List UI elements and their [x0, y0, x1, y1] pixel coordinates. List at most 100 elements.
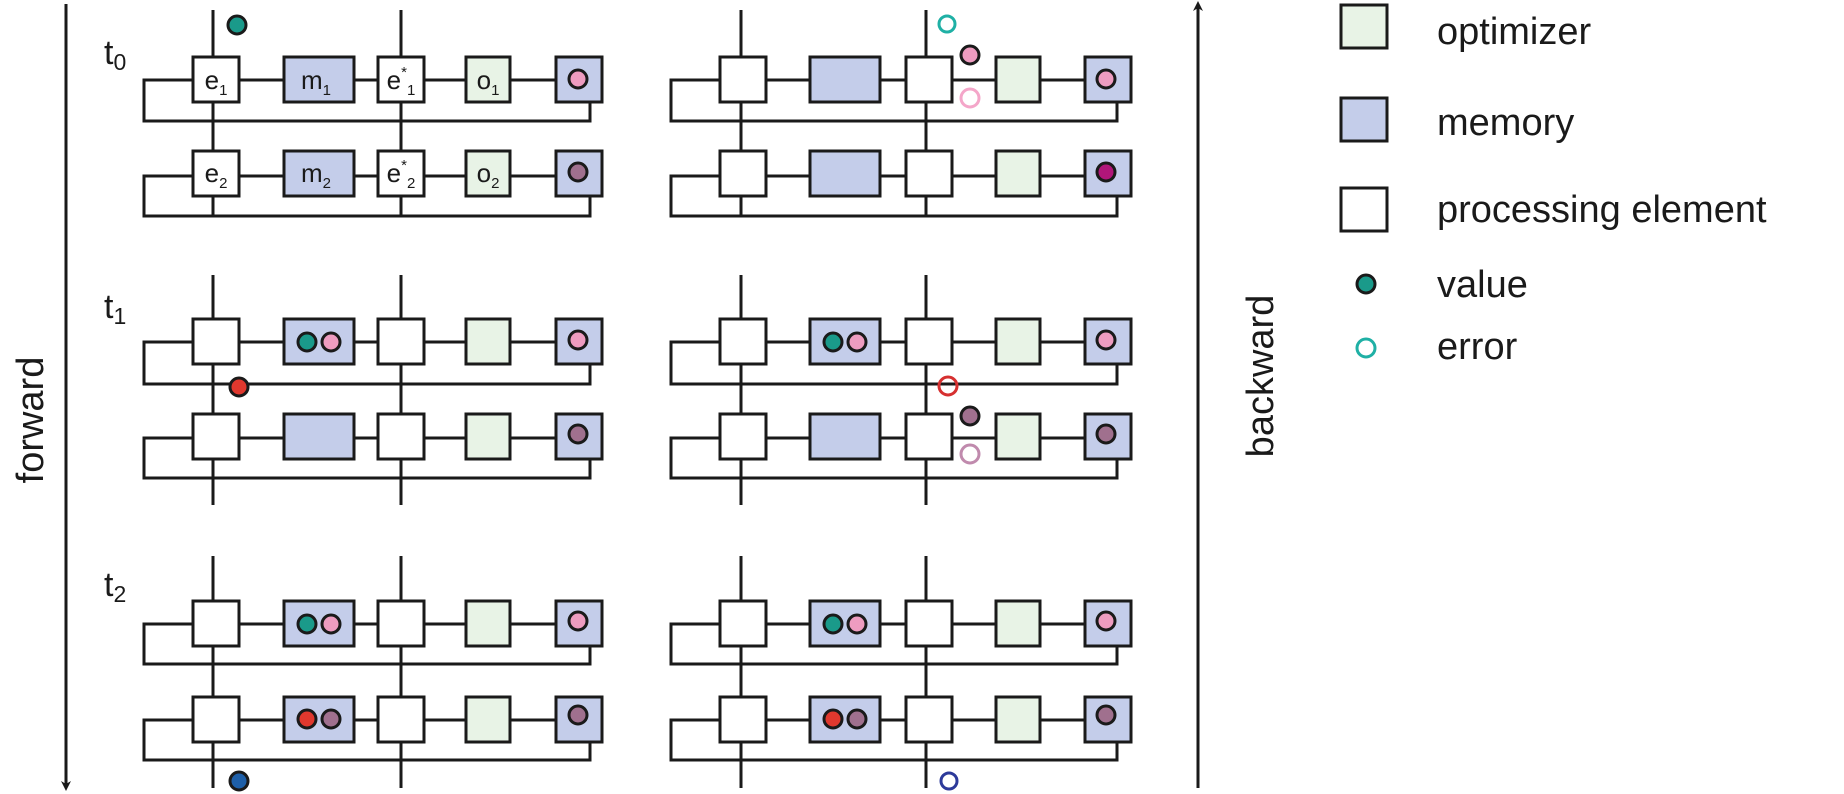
legend-label-error: error: [1437, 326, 1518, 368]
cell-row1: e1 m1 e*1 o1: [191, 55, 604, 104]
processing-element-box: [718, 695, 768, 744]
value-dot: [959, 44, 981, 66]
legend-item-memory: memory: [1339, 96, 1574, 144]
processing-element-box: [904, 412, 954, 461]
value-dot: [959, 405, 981, 427]
optimizer-label-row2: o2: [477, 158, 500, 192]
backward-panels: [669, 10, 1133, 791]
processing-element-swatch: [1339, 186, 1389, 233]
memory-box: [554, 149, 604, 198]
decoder-label-row2: e*2: [387, 157, 416, 192]
value-dot: [1095, 704, 1117, 726]
legend-label-value: value: [1437, 264, 1528, 306]
value-dot: [1095, 68, 1117, 90]
encoder-label-row2: e2: [205, 158, 228, 192]
memory-label-row2: m2: [301, 158, 331, 192]
processing-element-box: [376, 317, 426, 366]
legend-item-error: error: [1355, 326, 1518, 368]
error-ring: [959, 87, 981, 109]
forward-panels: e1 m1 e*1 o1 e2 m2 e*2 o2: [142, 10, 604, 792]
network-wire: [739, 556, 928, 788]
network-wire: [211, 556, 403, 788]
decoder-label-row1: e*1: [387, 64, 416, 99]
value-dot: [846, 613, 868, 635]
memory-box: [282, 317, 356, 366]
legend-item-value: value: [1355, 264, 1528, 306]
optimizer-box: [464, 695, 512, 744]
processing-element-box: [904, 149, 954, 198]
value-dot: [846, 331, 868, 353]
processing-element-box: [376, 695, 426, 744]
input-error-ring: [937, 14, 957, 34]
error-ring: [959, 443, 981, 465]
network-wire: [142, 340, 592, 480]
value-dot: [567, 704, 589, 726]
network-wire: [142, 78, 592, 218]
memory-box: [282, 599, 356, 648]
processing-element-box: [718, 412, 768, 461]
backward-label: backward: [1240, 295, 1282, 458]
backward-panel-t0: [669, 10, 1133, 218]
value-dot: [567, 610, 589, 632]
processing-element-box: [191, 599, 241, 648]
network-wire: [142, 622, 592, 762]
value-dot: [1095, 329, 1117, 351]
processing-element-box: [718, 55, 768, 104]
memory-swatch: [1339, 96, 1389, 143]
optimizer-box: [994, 412, 1042, 461]
optimizer-box: [994, 55, 1042, 104]
legend-item-processing-element: processing element: [1339, 186, 1767, 233]
legend-label-processing-element: processing element: [1437, 189, 1767, 231]
memory-box: [282, 412, 356, 461]
value-dot: [320, 613, 342, 635]
legend-label-memory: memory: [1437, 102, 1574, 144]
optimizer-box: [994, 695, 1042, 744]
optimizer-box: [994, 317, 1042, 366]
processing-element-box: [376, 412, 426, 461]
value-dot: [320, 708, 342, 730]
input-value-dot: [226, 14, 248, 36]
optimizer-label-row1: o1: [477, 65, 500, 99]
processing-element-box: [904, 695, 954, 744]
output-error-ring: [939, 771, 959, 791]
value-dot: [296, 613, 318, 635]
value-dot: [567, 423, 589, 445]
backward-panel-t2: [669, 556, 1133, 791]
processing-element-box: [904, 317, 954, 366]
value-dot: [822, 613, 844, 635]
memory-box: [808, 149, 882, 198]
encoder-label-row1: e1: [205, 65, 228, 99]
memory-box: [808, 599, 882, 648]
network-wire: [669, 622, 1119, 762]
timestep-label-t2: t2: [104, 566, 126, 607]
optimizer-box: [994, 599, 1042, 648]
processing-element-box: [376, 55, 426, 104]
value-dot: [1095, 161, 1117, 183]
value-dot: [1095, 610, 1117, 632]
optimizer-box: [464, 412, 512, 461]
memory-box: [282, 55, 356, 104]
value-dot: [228, 376, 250, 398]
value-dot: [822, 331, 844, 353]
processing-element-box: [191, 412, 241, 461]
cell-row2: e2 m2 e*2 o2: [191, 149, 604, 198]
memory-box: [808, 412, 882, 461]
processing-element-box: [191, 695, 241, 744]
processing-element-box: [718, 149, 768, 198]
value-dot: [1095, 423, 1117, 445]
value-dot: [567, 161, 589, 183]
network-wire: [739, 275, 928, 505]
error-swatch: [1355, 337, 1377, 359]
network-wire: [669, 78, 1119, 218]
optimizer-box: [464, 317, 512, 366]
legend-item-optimizer: optimizer: [1339, 3, 1591, 53]
memory-box: [808, 55, 882, 104]
memory-box: [808, 317, 882, 366]
processing-element-box: [904, 599, 954, 648]
network-wire: [669, 340, 1119, 480]
memory-box: [808, 695, 882, 744]
optimizer-box: [464, 149, 512, 198]
timestep-label-t0: t0: [104, 34, 126, 75]
processing-element-box: [718, 599, 768, 648]
